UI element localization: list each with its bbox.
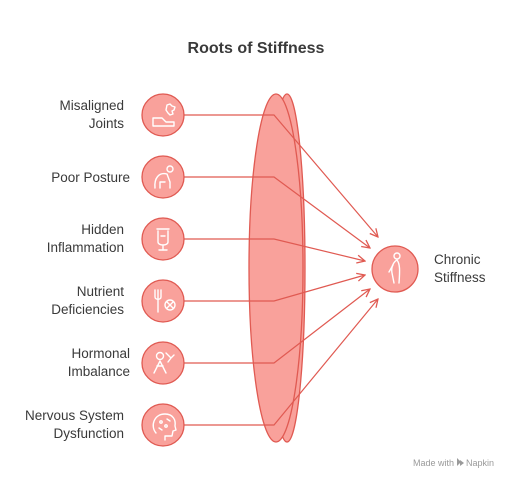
connector-3 [184,238,365,261]
nutrient-icon [154,289,176,313]
converging-lens [248,93,306,443]
cause-label-line-1: Misaligned [59,98,124,113]
cause-label-line-1: Nervous System [25,408,124,423]
cause-label-line-2: Joints [89,116,125,131]
cause-nutrient-deficiencies: Nutrient Deficiencies [51,279,185,323]
connectors [184,114,378,426]
watermark: Made with Napkin [413,458,494,468]
cause-nervous-system-dysfunction: Nervous System Dysfunction [25,403,185,447]
connector-6 [184,299,378,426]
hormone-icon [153,351,175,374]
cause-misaligned-joints: Misaligned Joints [59,93,185,137]
effect-label-line-2: Stiffness [434,270,486,285]
connector-1 [184,114,378,237]
watermark-brand: Napkin [466,458,494,468]
cause-label: Poor Posture [51,170,130,185]
connector-2 [184,176,370,248]
diagram-title: Roots of Stiffness [188,40,325,57]
brain-icon [152,413,177,441]
napkin-logo-icon [457,458,464,466]
cause-label-line-2: Deficiencies [51,302,124,317]
posture-icon [154,165,174,189]
effect-chronic-stiffness: Chronic Stiffness [371,245,486,293]
cause-label-line-2: Dysfunction [53,426,124,441]
effect-label-line-1: Chronic [434,252,481,267]
cause-label-line-2: Imbalance [68,364,130,379]
cause-hormonal-imbalance: Hormonal Imbalance [68,341,185,385]
cause-label-line-1: Hidden [81,222,124,237]
joints-icon [152,103,176,127]
connector-4 [184,275,365,302]
cause-label-line-1: Nutrient [77,284,125,299]
inflammation-icon [156,228,170,251]
cause-label-line-1: Hormonal [71,346,130,361]
cause-poor-posture: Poor Posture [51,155,185,199]
stiff-person-icon [388,252,401,284]
cause-hidden-inflammation: Hidden Inflammation [47,217,185,261]
cause-label-line-2: Inflammation [47,240,124,255]
connector-5 [184,289,370,364]
watermark-prefix: Made with [413,458,454,468]
